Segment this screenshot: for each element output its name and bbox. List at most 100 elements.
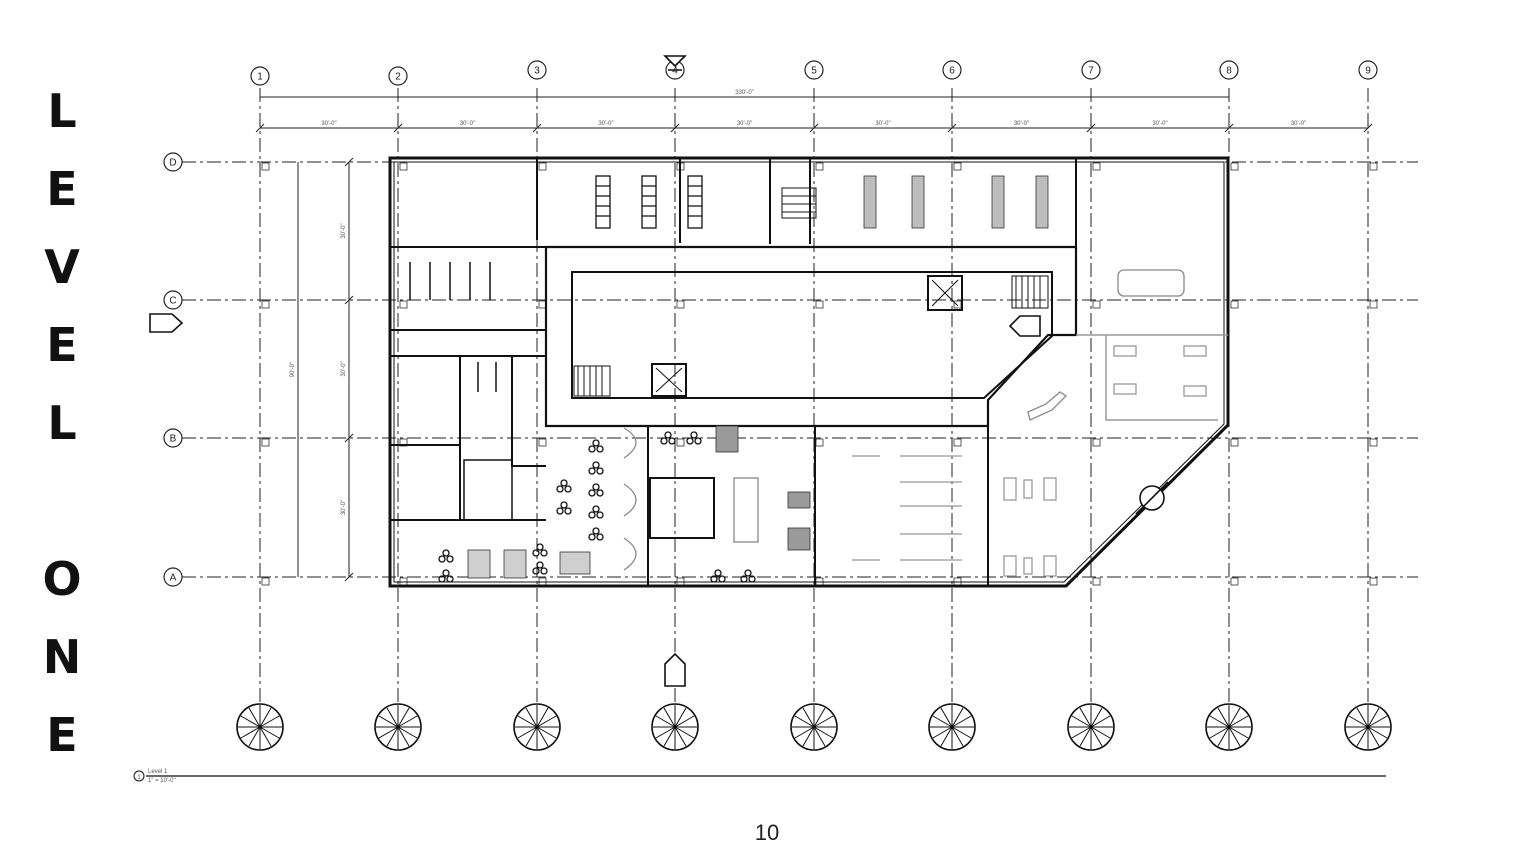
- grid-label: C: [169, 296, 176, 307]
- tree-branch: [951, 726, 964, 747]
- tree-branch: [1228, 726, 1249, 739]
- column-mark: [815, 438, 824, 447]
- street-trees: [236, 703, 1392, 751]
- grid-bubble: [804, 60, 824, 80]
- dim-tick: [809, 123, 819, 133]
- grid-bubble: [1219, 60, 1239, 80]
- chair-seat: [556, 507, 564, 515]
- chair-seat: [536, 561, 544, 569]
- tree-branch: [1228, 715, 1249, 728]
- tree-branch: [674, 726, 687, 747]
- chair-icon: [438, 549, 454, 563]
- column-mark: [676, 438, 685, 447]
- column-mark: [1369, 162, 1378, 171]
- column-mark: [261, 300, 270, 309]
- column-mark: [815, 300, 824, 309]
- corridor-outer-wall: [544, 245, 1078, 428]
- dim-bay-text: 30'-0": [460, 121, 475, 127]
- chair-seat: [694, 437, 702, 445]
- tree-icon: [1205, 703, 1253, 751]
- grid-lines: [182, 88, 1418, 705]
- tree-canopy: [236, 703, 284, 751]
- grid-bubble: [163, 290, 183, 310]
- view-label: 1 Level 1 1" = 10'-0": [133, 769, 1386, 784]
- tree-branch: [397, 715, 418, 728]
- grid-label: 2: [395, 72, 401, 83]
- chair-icon: [588, 483, 604, 497]
- corridor-inner-wall: [571, 271, 1053, 399]
- tree-branch: [517, 726, 538, 739]
- tree-branch: [240, 715, 261, 728]
- chair-seat: [588, 533, 596, 541]
- tree-branch: [259, 726, 280, 739]
- chair-icon: [710, 569, 726, 583]
- tree-branch: [940, 726, 953, 747]
- grid-bubble: [388, 66, 408, 86]
- column-mark: [538, 438, 547, 447]
- chair-seat: [532, 567, 540, 575]
- chair-seat: [748, 575, 756, 583]
- chair-seat: [438, 575, 446, 583]
- page-number: 10: [754, 820, 780, 845]
- tree-branch: [248, 707, 261, 728]
- dimension-strings: 330'-0"30'-0"30'-0"30'-0"30'-0"30'-0"30'…: [255, 90, 1373, 582]
- grid-bubble: [1081, 60, 1101, 80]
- dim-bay-text: 30'-0": [1152, 121, 1167, 127]
- east-partitions: [1076, 334, 1228, 421]
- stair-west: [573, 365, 611, 397]
- grid-bubble: [250, 66, 270, 86]
- column-mark: [1230, 162, 1239, 171]
- entrance-east-icon: [1008, 315, 1041, 337]
- title-letter: O: [42, 552, 82, 606]
- grid-bubble: [163, 567, 183, 587]
- chair-seat: [596, 445, 604, 453]
- grid-label: 9: [1365, 66, 1371, 77]
- dim-bay-text: 30'-0": [1291, 121, 1306, 127]
- tree-branch: [813, 707, 826, 728]
- tree-branch: [397, 707, 410, 728]
- tree-branch: [1367, 715, 1388, 728]
- view-number: 1: [137, 775, 141, 781]
- tree-canopy: [651, 703, 699, 751]
- tree-branch: [932, 726, 953, 739]
- chair-seat: [442, 569, 450, 577]
- retail-shelves: [852, 345, 1207, 577]
- dim-tick: [1363, 123, 1373, 133]
- chair-seat: [556, 485, 564, 493]
- tree-branch: [259, 707, 272, 728]
- dim-tick: [947, 123, 957, 133]
- tree-branch: [1209, 726, 1230, 739]
- storage-room: [463, 459, 513, 521]
- tree-branch: [655, 715, 676, 728]
- chair-seat: [592, 461, 600, 469]
- tree-branch: [1071, 726, 1092, 739]
- view-number-bubble: [133, 770, 145, 782]
- dim-row-text: 30'-0": [341, 361, 347, 376]
- restroom-stalls: [409, 262, 497, 392]
- chair-icon: [660, 431, 676, 445]
- dim-overall-text: 330'-0": [735, 90, 754, 96]
- chair-icon: [588, 505, 604, 519]
- chair-seat: [592, 505, 600, 513]
- tree-branch: [663, 726, 676, 747]
- chair-seat: [540, 549, 548, 557]
- tree-branch: [386, 707, 399, 728]
- tree-branch: [1228, 707, 1241, 728]
- tree-branch: [940, 707, 953, 728]
- dim-row-text: 30'-0": [341, 500, 347, 515]
- tree-branch: [813, 726, 834, 739]
- tree-branch: [248, 726, 261, 747]
- title-letter: V: [44, 240, 80, 294]
- grid-label: 4: [672, 66, 678, 77]
- column-mark: [261, 577, 270, 586]
- entrance-south-icon: [664, 652, 686, 687]
- column-mark: [261, 162, 270, 171]
- chair-seat: [664, 431, 672, 439]
- tree-branch: [1228, 726, 1241, 747]
- tree-branch: [794, 715, 815, 728]
- grid-label: 1: [257, 72, 263, 83]
- chair-seat: [596, 533, 604, 541]
- tree-branch: [813, 726, 826, 747]
- chair-seat: [446, 555, 454, 563]
- tree-branch: [378, 726, 399, 739]
